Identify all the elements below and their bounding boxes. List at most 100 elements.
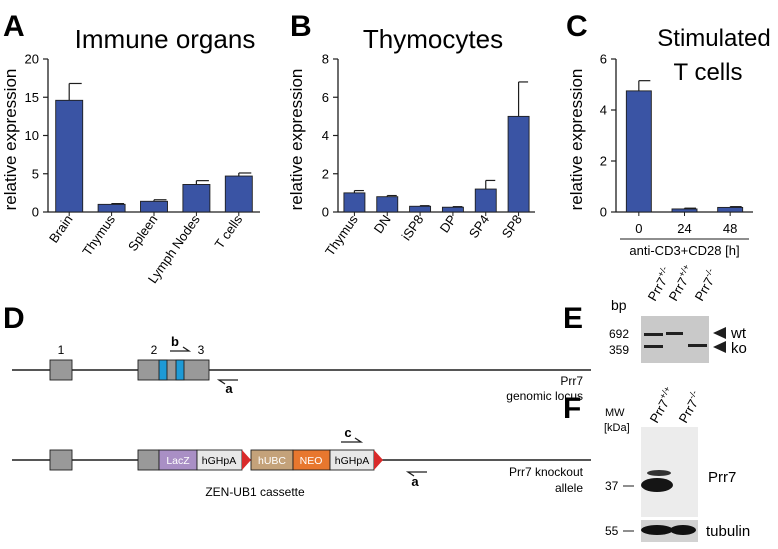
frt-triangle-2 xyxy=(374,450,383,470)
bar-a-2 xyxy=(140,200,168,213)
svg-text:Prr7-/-: Prr7-/- xyxy=(674,388,705,425)
primer-c-arrow xyxy=(341,437,364,443)
svg-text:Prr7+/+: Prr7+/+ xyxy=(645,384,679,425)
y-tick-label-c-3: 6 xyxy=(600,52,607,67)
primer-a-label-locus: a xyxy=(225,381,233,396)
gel-ko-label: ko xyxy=(731,340,747,357)
gel-band-wt-lane-1 xyxy=(644,333,663,336)
gel-lane-2-text: Prr7 xyxy=(666,275,691,304)
blot-band-prr7-upper xyxy=(647,470,671,476)
y-tick-label-c-2: 4 xyxy=(600,103,607,118)
primer-a-arrow-locus xyxy=(216,379,238,385)
blot-lane-label-2: Prr7-/- xyxy=(674,388,705,425)
x-tick-label-c-0: 0 xyxy=(635,221,642,236)
bar-b-1 xyxy=(376,196,399,213)
panel-letter-b: B xyxy=(290,10,312,43)
exon-3-label: 3 xyxy=(198,343,205,357)
blot-mw-label: MW xyxy=(605,407,625,419)
y-tick-label-c-1: 2 xyxy=(600,154,607,169)
bar-c-2 xyxy=(717,206,744,213)
gel-lane-1-genotype: +/- xyxy=(655,264,669,278)
x-tick-label-a-1: Thymus xyxy=(79,212,118,259)
genomic-locus-diagram: 1 2 3 b a Prr7 genomic locus xyxy=(12,334,591,403)
hubc-label: hUBC xyxy=(258,455,286,467)
bar-b-4 xyxy=(474,188,497,213)
cassette-label: ZEN-UB1 cassette xyxy=(205,485,305,499)
x-tick-label-c-2: 48 xyxy=(723,221,737,236)
x-tick-label-a-4: T cells xyxy=(212,212,246,252)
locus-label-line-2: genomic locus xyxy=(506,389,583,403)
blot-lane-2-text: Prr7 xyxy=(676,397,701,426)
y-axis-label-b: relative expression xyxy=(287,69,306,211)
y-axis-label-c: relative expression xyxy=(567,69,586,211)
blot-kda-label: [kDa] xyxy=(604,422,630,434)
gel-band-ko-lane-2 xyxy=(688,344,707,347)
panel-f: F MW [kDa] Prr7+/+ Prr7-/- 37 55 Prr7 tu… xyxy=(563,384,750,542)
blot-band-tubulin-1 xyxy=(641,525,673,535)
blot-marker-37: 37 xyxy=(605,479,619,493)
x-tick-label-a-2: Spleen xyxy=(125,212,161,254)
exon-1 xyxy=(49,359,73,381)
blot-band-label-prr7: Prr7 xyxy=(708,469,736,486)
wt-arrowhead-icon xyxy=(713,327,726,339)
exon-2-label: 2 xyxy=(151,343,158,357)
exon-2-3-block xyxy=(137,359,210,381)
y-tick-label-c-0: 0 xyxy=(600,205,607,220)
allele-label-line-1: Prr7 knockout xyxy=(509,465,584,479)
x-tick-label-b-3: DP xyxy=(437,212,460,235)
neo-label: NEO xyxy=(300,455,323,467)
panel-letter-e: E xyxy=(563,302,583,335)
frt-triangle-1 xyxy=(242,450,251,470)
exon-2-loxp-blue xyxy=(158,359,168,381)
primer-b-label: b xyxy=(171,334,179,349)
primer-a-label-ko: a xyxy=(411,474,419,489)
gel-size-692: 692 xyxy=(609,327,629,341)
y-tick-label-a-0: 0 xyxy=(32,205,39,220)
x-tick-label-c-1: 24 xyxy=(677,221,691,236)
blot-lane-1-text: Prr7 xyxy=(647,397,672,426)
gel-image xyxy=(641,316,709,363)
svg-text:Prr7+/-: Prr7+/- xyxy=(643,264,675,303)
hghpa-label-2: hGHpA xyxy=(335,455,369,467)
svg-text:Prr7-/-: Prr7-/- xyxy=(690,266,721,303)
x-tick-label-a-0: Brain xyxy=(46,212,76,245)
y-tick-label-a-2: 10 xyxy=(25,128,39,143)
y-tick-label-b-4: 8 xyxy=(322,52,329,67)
hghpa-label-1: hGHpA xyxy=(202,455,236,467)
gel-band-ko-lane-1 xyxy=(644,345,663,348)
bar-a-4 xyxy=(224,175,253,213)
bar-b-3 xyxy=(441,206,464,213)
x-axis-label-c: anti-CD3+CD28 [h] xyxy=(629,243,739,258)
bar-a-3 xyxy=(182,184,211,213)
bar-c-0 xyxy=(625,90,652,213)
y-tick-label-b-3: 6 xyxy=(322,90,329,105)
primer-b-arrow xyxy=(170,346,192,352)
panel-d: D 1 2 3 b a Prr7 genomic locus LacZ xyxy=(3,302,591,499)
ko-arrowhead-icon xyxy=(713,341,726,353)
primer-a-arrow-ko xyxy=(405,471,427,477)
blot-marker-55: 55 xyxy=(605,524,619,538)
gel-lane-1-text: Prr7 xyxy=(645,275,670,304)
panel-c-title-line-1: Stimulated xyxy=(657,25,770,52)
blot-band-tubulin-2 xyxy=(670,525,696,535)
exon-1-label: 1 xyxy=(58,343,65,357)
gel-lane-3-text: Prr7 xyxy=(692,275,717,304)
y-tick-label-b-0: 0 xyxy=(322,205,329,220)
y-tick-label-a-4: 20 xyxy=(25,52,39,67)
panel-b-title: Thymocytes xyxy=(363,24,503,54)
gel-size-359: 359 xyxy=(609,343,629,357)
bar-a-0 xyxy=(55,99,84,213)
x-tick-label-b-5: SP8 xyxy=(499,212,525,241)
blot-lane-label-1: Prr7+/+ xyxy=(645,384,679,425)
bar-a-1 xyxy=(97,203,126,213)
y-tick-label-a-3: 15 xyxy=(25,90,39,105)
bar-b-0 xyxy=(343,192,366,213)
x-tick-label-b-4: SP4 xyxy=(466,212,492,241)
gel-wt-label: wt xyxy=(730,325,747,342)
